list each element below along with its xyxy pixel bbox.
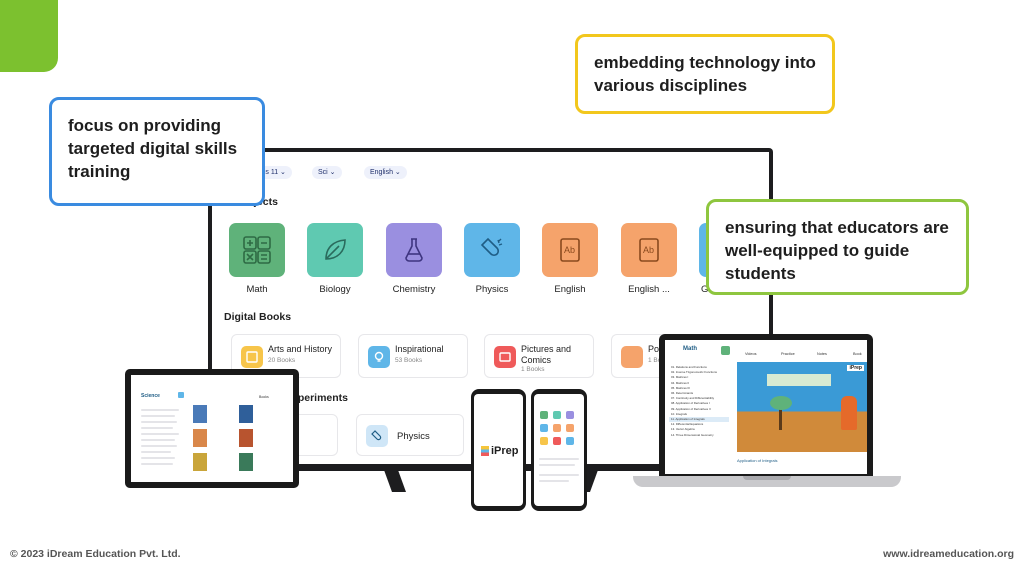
digital-books-title: Digital Books: [224, 311, 292, 323]
book-cover: [193, 429, 207, 447]
tablet-screen: Science Books: [131, 375, 293, 482]
svg-text:Ab: Ab: [564, 245, 575, 255]
tv-display: ass 11 ⌄ Sci ⌄ English ⌄ jects Math Biol…: [208, 148, 773, 471]
tv-stand-left: [383, 470, 407, 492]
tab-notes[interactable]: Notes: [817, 352, 827, 356]
flask-icon: [386, 223, 442, 277]
iprep-logo: iPrep: [481, 445, 519, 457]
chapter-item[interactable]: 05. Matrices III: [671, 385, 690, 390]
callout-skills: focus on providing targeted digital skil…: [49, 97, 265, 206]
subject-biology[interactable]: Biology: [307, 223, 363, 295]
experiments-title: xperiments: [292, 392, 349, 404]
chapter-item[interactable]: 09. Application of Derivatives II: [671, 406, 711, 411]
website-link[interactable]: www.idreameducation.org: [883, 548, 1014, 560]
phone-device-2: [531, 389, 587, 511]
chapter-item[interactable]: 10. Integrals: [671, 411, 687, 416]
video-caption: Application of Integrals: [737, 458, 778, 463]
subject-english[interactable]: Ab English: [542, 223, 598, 295]
calculator-icon: [721, 346, 730, 355]
chapter-item[interactable]: 07. Continuity and Differentiability: [671, 396, 715, 401]
magnet-icon: [366, 425, 388, 447]
phone-screen-1: iPrep: [474, 394, 523, 506]
calculator-icon: [229, 223, 285, 277]
comic-icon: [494, 346, 516, 368]
callout-technology: embedding technology into various discip…: [575, 34, 835, 114]
teacher-character: [841, 396, 857, 430]
copyright-text: © 2023 iDream Education Pvt. Ltd.: [10, 548, 181, 560]
chapter-item[interactable]: 02. Inverse Trigonometric Functions: [671, 370, 717, 375]
subject-physics[interactable]: Physics: [464, 223, 520, 295]
book-category-comics[interactable]: Pictures and Comics 1 Books: [484, 334, 594, 378]
book-category-inspirational[interactable]: Inspirational 53 Books: [358, 334, 468, 378]
chapter-item[interactable]: 06. Determinants: [671, 391, 694, 396]
magnet-icon: [464, 223, 520, 277]
phone-device-1: iPrep: [471, 389, 526, 511]
book-cover: [193, 405, 207, 423]
tablet-device: Science Books: [125, 369, 299, 488]
chapter-item[interactable]: 01. Relations and Functions: [671, 365, 707, 369]
chapter-item[interactable]: 14. Three Dimensional Geometry: [671, 432, 714, 437]
chapter-item[interactable]: 13. Vector Algebra: [671, 427, 695, 432]
leaf-icon: [307, 223, 363, 277]
book-cover: [239, 429, 253, 447]
book-category-icon: [241, 346, 263, 368]
book-cover: [239, 453, 253, 471]
subject-english-2[interactable]: Ab English ...: [621, 223, 677, 295]
laptop-screen: Math Videos Practice Notes Book 01. Rela…: [665, 340, 867, 474]
chapter-item[interactable]: 12. Differential Equations: [671, 422, 704, 427]
laptop-subject: Math: [683, 346, 697, 352]
laptop-device: Math Videos Practice Notes Book 01. Rela…: [659, 334, 873, 476]
chapter-item[interactable]: 04. Matrices II: [671, 380, 690, 385]
plant-illustration: [770, 396, 792, 410]
subject-math[interactable]: Math: [229, 223, 285, 295]
phone-screen-2: [534, 394, 584, 506]
tab-book[interactable]: Book: [853, 352, 862, 356]
chapter-item[interactable]: 11. Application of Integrals: [669, 417, 729, 423]
svg-text:Ab: Ab: [643, 245, 654, 255]
book-icon: Ab: [542, 223, 598, 277]
callout-educators: ensuring that educators are well-equippe…: [706, 199, 969, 295]
chapter-item[interactable]: 08. Application of Derivatives I: [671, 401, 710, 406]
video-player[interactable]: iPrep: [737, 362, 867, 452]
language-filter[interactable]: English ⌄: [364, 166, 407, 179]
chapter-item[interactable]: 03. Matrices I: [671, 375, 689, 380]
tablet-icon: [178, 392, 184, 398]
subject-chemistry[interactable]: Chemistry: [386, 223, 442, 295]
book-cover: [193, 453, 207, 471]
book-cover: [239, 405, 253, 423]
book-category-icon: [621, 346, 643, 368]
tv-screen: ass 11 ⌄ Sci ⌄ English ⌄ jects Math Biol…: [212, 152, 769, 464]
corner-accent: [0, 0, 58, 72]
book-icon: Ab: [621, 223, 677, 277]
tab-practice[interactable]: Practice: [781, 352, 795, 356]
bulb-icon: [368, 346, 390, 368]
experiment-physics[interactable]: Physics: [356, 414, 464, 456]
tablet-subject: Science: [141, 393, 160, 399]
laptop-base: [633, 476, 901, 487]
subject-filter[interactable]: Sci ⌄: [312, 166, 342, 179]
tab-videos[interactable]: Videos: [745, 352, 757, 356]
